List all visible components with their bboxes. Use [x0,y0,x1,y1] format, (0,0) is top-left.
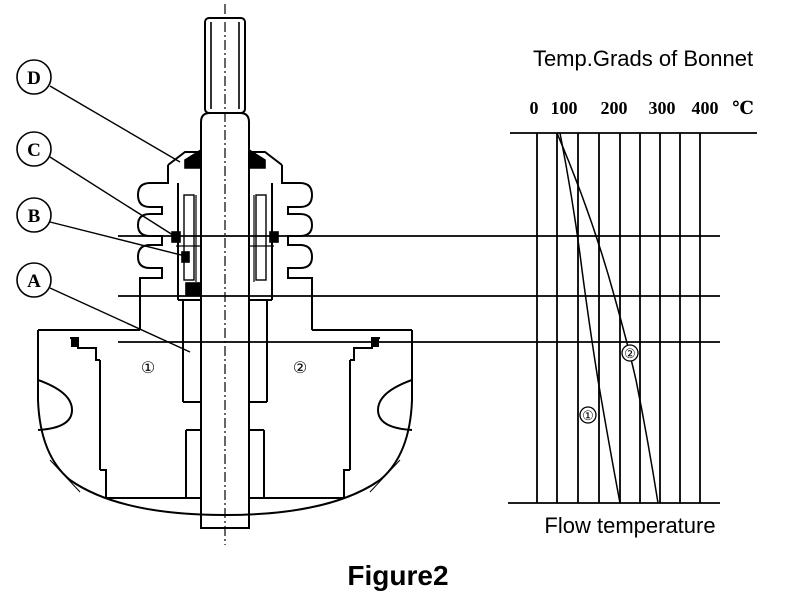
zone-1-label: ① [141,360,155,377]
scale-label-300: 300 [649,98,676,118]
valve-cross-section [37,4,413,545]
callout-c-label: C [27,140,41,161]
gradient-curves [556,132,659,504]
curve-markers: ② ① [579,344,639,424]
chart-title: Temp.Grads of Bonnet [533,46,753,71]
callout-b-label: B [28,206,41,227]
temperature-chart: Temp.Grads of Bonnet 0 100 200 300 400 ℃ [118,46,757,538]
bonnet-body [136,165,314,403]
chart-grid [508,132,757,504]
callout-c: C [16,131,177,238]
curve-1-label: ① [582,408,594,423]
scale-label-unit: ℃ [732,98,754,118]
chart-footer: Flow temperature [544,513,715,538]
figure-caption: Figure2 [347,560,448,591]
curve-2 [556,132,659,504]
callout-d: D [16,59,181,163]
stem [200,112,250,529]
curve-2-label: ② [624,346,636,361]
callout-a: A [16,262,191,353]
level-lines [118,235,720,343]
scale-label-100: 100 [551,98,578,118]
callout-a-label: A [27,271,41,292]
valve-body [37,329,413,517]
callouts: D C B A [16,59,191,353]
scale-labels: 0 100 200 300 400 ℃ [530,98,754,118]
callout-b: B [16,197,186,257]
scale-label-400: 400 [692,98,719,118]
callout-d-label: D [27,68,41,89]
scale-label-200: 200 [601,98,628,118]
zone-2-label: ② [293,360,307,377]
scale-label-0: 0 [530,98,539,118]
gland-nut [167,148,283,169]
curve-1 [559,132,621,504]
